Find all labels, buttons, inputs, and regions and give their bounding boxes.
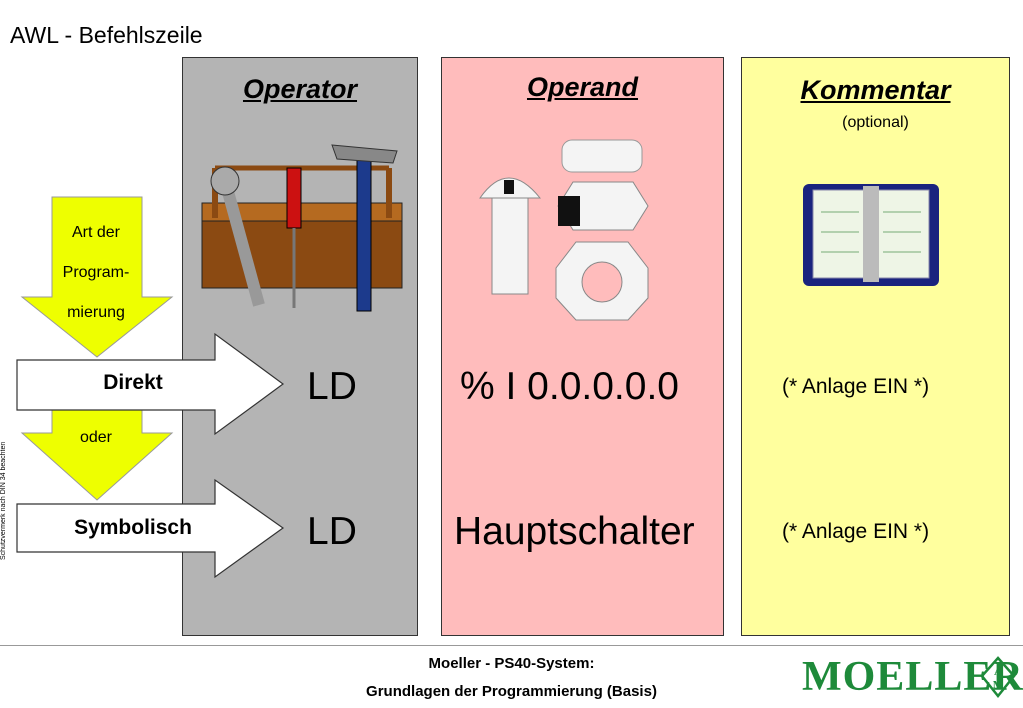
- slide-title: AWL - Befehlszeile: [10, 22, 203, 48]
- operand-row2: Hauptschalter: [454, 510, 695, 553]
- notebook-icon: [803, 184, 939, 286]
- kommentar-row2: (* Anlage EIN *): [782, 520, 930, 543]
- operator-row1: LD: [307, 365, 357, 408]
- kommentar-row1: (* Anlage EIN *): [782, 375, 930, 398]
- yellow-down-arrows: [20, 196, 174, 501]
- screw-nut-icon: [479, 139, 649, 321]
- operator-column: Operator LD LD: [182, 57, 418, 636]
- symbolic-label: Symbolisch: [74, 516, 192, 539]
- kommentar-header: Kommentar: [800, 75, 951, 105]
- kommentar-column: Kommentar (optional) (* Anlage EIN *) (*…: [741, 57, 1010, 636]
- footer-line1: Moeller - PS40-System:: [428, 655, 595, 672]
- svg-text:A: A: [994, 666, 1002, 678]
- program-mode-label: Art der Program- mierung: [22, 213, 170, 333]
- operand-column: Operand % I 0.0.0.0.0 Hauptschalter: [441, 57, 724, 636]
- operand-header: Operand: [526, 72, 639, 102]
- program-mode-label-line3: mierung: [67, 304, 125, 321]
- toolbox-icon: [201, 144, 403, 312]
- moeller-emblem-icon: A M: [980, 656, 1016, 698]
- svg-text:M: M: [993, 679, 1004, 691]
- side-note: Schutzvermerk nach DIN 34 beachten: [0, 441, 7, 560]
- footer-line2: Grundlagen der Programmierung (Basis): [366, 683, 657, 700]
- footer-divider: [0, 645, 1023, 646]
- direct-label: Direkt: [103, 371, 163, 394]
- operator-row2: LD: [307, 510, 357, 553]
- program-mode-label-line2: Program-: [62, 264, 130, 281]
- program-mode-label-line1: Art der: [71, 224, 120, 241]
- right-arrows: [16, 332, 285, 579]
- operator-header: Operator: [242, 74, 358, 104]
- or-label: oder: [79, 429, 113, 446]
- moeller-logo-text: Moeller: [802, 654, 1023, 700]
- moeller-logo: Moeller: [802, 653, 1023, 701]
- kommentar-subheader: (optional): [842, 114, 909, 131]
- operand-row1: % I 0.0.0.0.0: [460, 365, 679, 408]
